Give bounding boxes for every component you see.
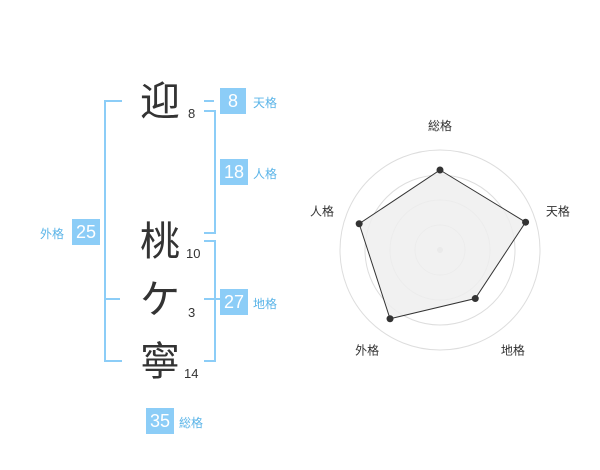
radar-point-5 bbox=[355, 220, 363, 228]
radar-point-4 bbox=[386, 315, 394, 323]
stroke-count-3: 3 bbox=[188, 305, 196, 320]
gaikaku-tick bbox=[104, 298, 120, 300]
radar-polygon bbox=[358, 169, 527, 320]
chikaku-tick bbox=[204, 298, 220, 300]
stroke-count-2: 10 bbox=[186, 246, 201, 261]
radar-axis-label-5: 人格 bbox=[310, 204, 334, 219]
name-char-3: ケ bbox=[140, 277, 180, 323]
soukaku-badge: 35 bbox=[146, 408, 174, 434]
tenkaku-bracket bbox=[204, 100, 214, 102]
gaikaku-bracket bbox=[104, 100, 122, 362]
radar-axis-label-3: 地格 bbox=[501, 342, 525, 357]
gaikaku-label: 外格 bbox=[40, 227, 65, 241]
radar-point-3 bbox=[471, 295, 479, 303]
radar-axis-label-1: 総格 bbox=[428, 118, 452, 133]
name-char-2: 桃 bbox=[140, 219, 180, 265]
stroke-count-1: 8 bbox=[188, 106, 196, 121]
chikaku-badge: 27 bbox=[220, 289, 248, 315]
stroke-count-4: 14 bbox=[184, 366, 199, 381]
radar-ring-4 bbox=[339, 149, 541, 351]
jinkaku-label: 人格 bbox=[253, 167, 278, 181]
radar-point-1 bbox=[436, 166, 444, 174]
soukaku-label: 総格 bbox=[179, 416, 204, 430]
tenkaku-badge: 8 bbox=[220, 88, 246, 114]
gaikaku-badge: 25 bbox=[72, 219, 100, 245]
radar-axis-label-4: 外格 bbox=[355, 342, 379, 357]
name-char-4: 寧 bbox=[140, 339, 180, 385]
radar-point-2 bbox=[522, 218, 530, 226]
chikaku-bracket bbox=[204, 240, 216, 362]
jinkaku-badge: 18 bbox=[220, 159, 248, 185]
radar-axis-label-2: 天格 bbox=[546, 204, 570, 219]
name-char-1: 迎 bbox=[140, 79, 180, 125]
tenkaku-label: 天格 bbox=[253, 96, 278, 110]
jinkaku-bracket bbox=[204, 110, 216, 234]
chikaku-label: 地格 bbox=[253, 297, 278, 311]
